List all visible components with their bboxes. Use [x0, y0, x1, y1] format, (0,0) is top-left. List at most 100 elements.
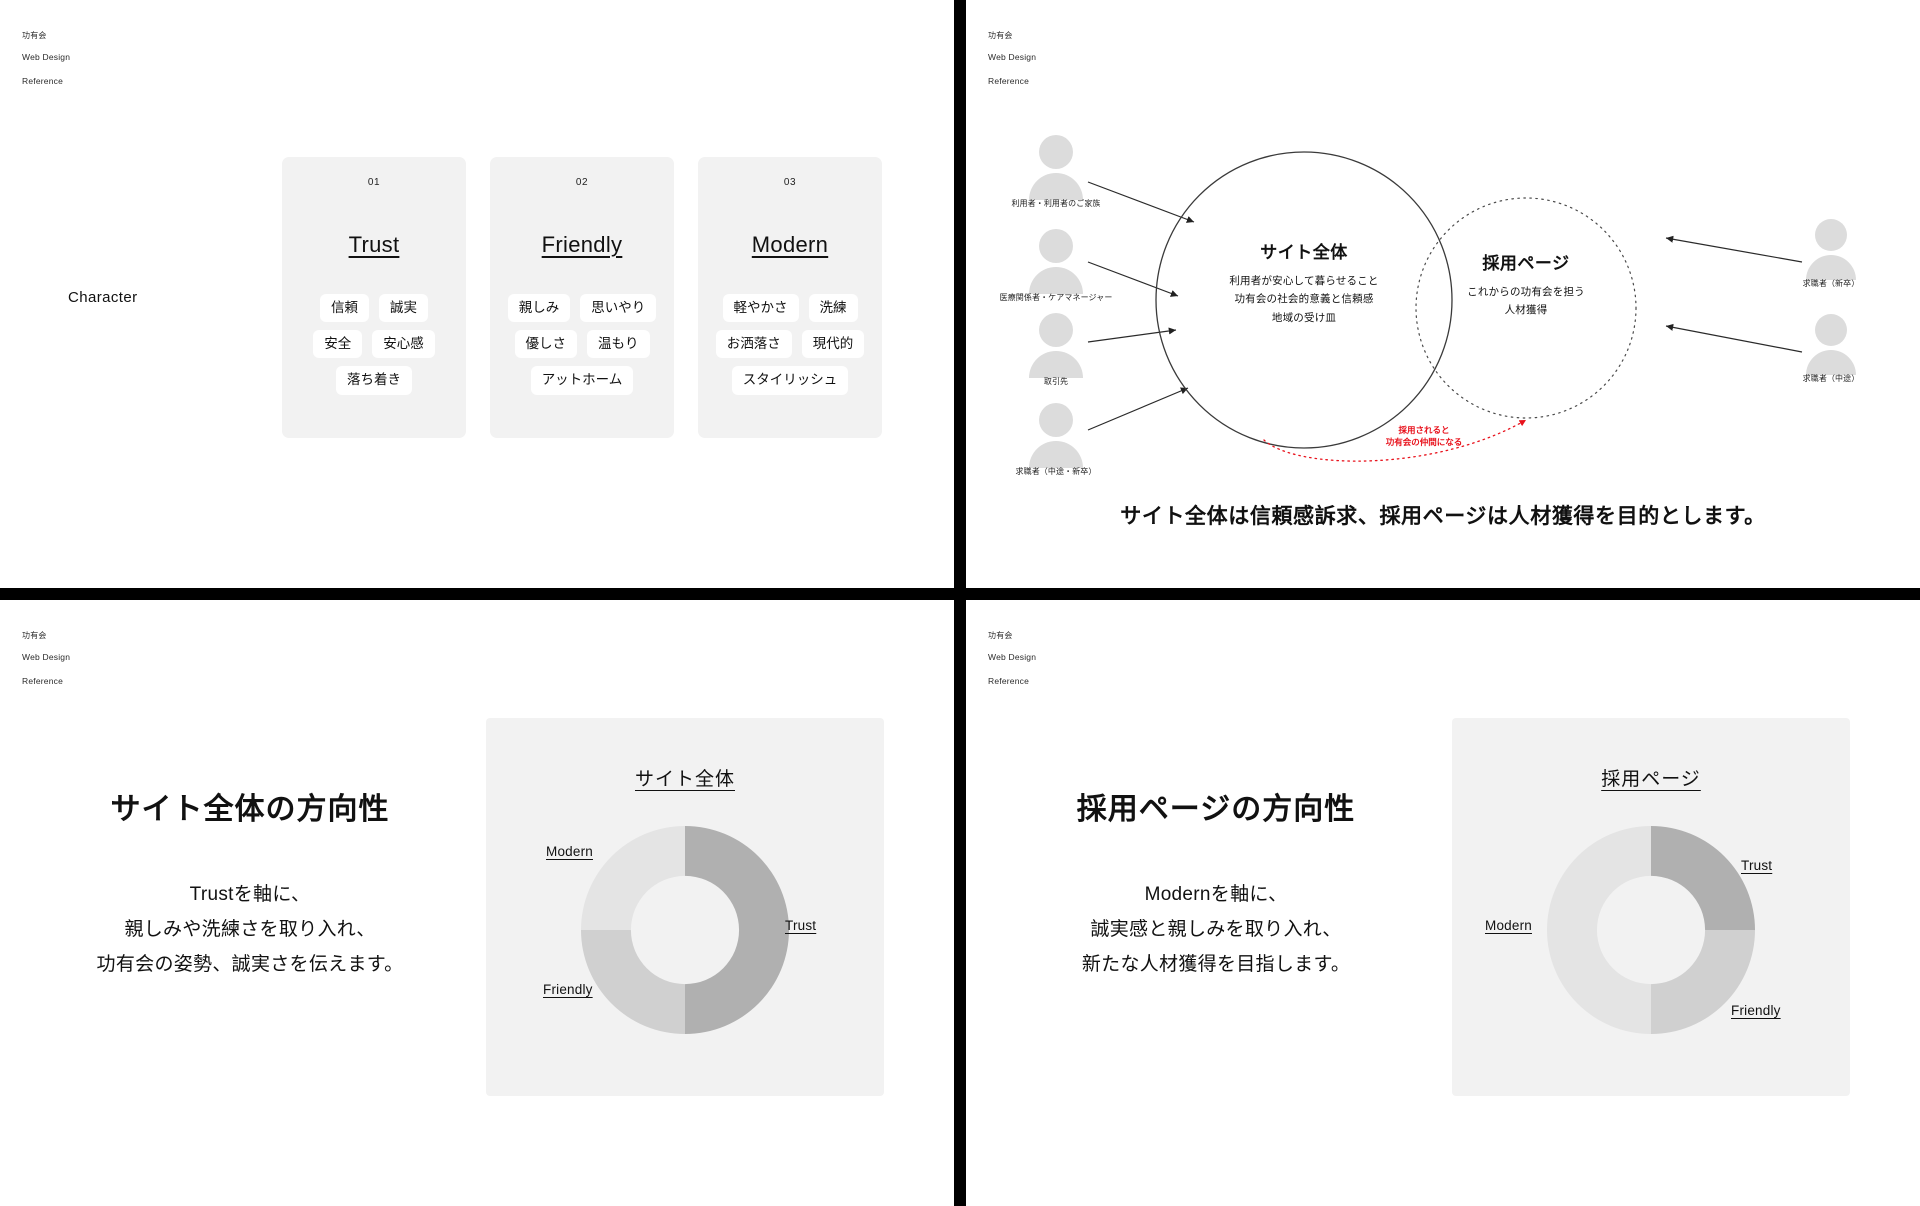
- card-number: 03: [783, 177, 797, 188]
- logo-line-jp: 功有会: [988, 30, 1013, 40]
- card-title: Modern: [751, 232, 829, 257]
- tag-row: アットホーム: [530, 366, 634, 395]
- logo-line-en2: Reference: [988, 675, 1030, 686]
- tag: お洒落さ: [715, 330, 792, 359]
- logo-line-jp: 功有会: [22, 30, 47, 40]
- donut-slice-friendly: [581, 930, 685, 1034]
- recruit-direction-title: 採用ページの方向性: [1076, 793, 1356, 826]
- tag: 安心感: [372, 330, 435, 359]
- card-title: Trust: [348, 232, 400, 257]
- donut-label-friendly: Friendly: [1731, 1003, 1781, 1018]
- logo-line-jp: 功有会: [988, 630, 1013, 640]
- tag-row: 親しみ 思いやり: [507, 294, 657, 323]
- logo-line-en2: Reference: [22, 75, 64, 86]
- logo-line-en1: Web Design: [988, 652, 1037, 663]
- slide-site-direction: 功有会 Web Design Reference サイト全体の方向性 Trust…: [0, 600, 954, 1206]
- venn-diagram: サイト全体 利用者が安心して暮らせること 功有会の社会的意義と信頼感 地域の受け…: [966, 0, 1920, 588]
- logo-line-en2: Reference: [22, 675, 64, 686]
- tag-group: 信頼 誠実 安全 安心感 落ち着き: [282, 294, 466, 395]
- card-title: Friendly: [541, 232, 623, 257]
- recruit-direction-body: Modernを軸に、 誠実感と親しみを取り入れ、 新たな人材獲得を目指します。: [1081, 884, 1351, 976]
- character-card-list: 01 Trust 信頼 誠実 安全 安心感 落ち着き: [282, 157, 882, 438]
- tag-row: スタイリッシュ: [731, 366, 849, 395]
- donut-slice-modern: [581, 826, 685, 930]
- actor-label-midcareer: 求職者（中途）: [1802, 374, 1860, 383]
- red-flow-arrow: [1263, 419, 1527, 462]
- person-icon: [1806, 219, 1856, 280]
- circle-recruit-page: [1415, 197, 1637, 419]
- site-direction-text: サイト全体の方向性 Trustを軸に、 親しみや洗練さを取り入れ、 功有会の姿勢…: [60, 790, 440, 982]
- tag: 現代的: [801, 330, 865, 359]
- tag-row: 落ち着き: [336, 366, 412, 395]
- tag-row: お洒落さ 現代的: [715, 330, 865, 359]
- recruit-chart-title: 採用ページ: [1601, 769, 1701, 790]
- tag: アットホーム: [530, 366, 634, 395]
- character-card: 03 Modern 軽やかさ 洗練 お洒落さ 現代的 スタイリッシュ: [698, 157, 882, 438]
- section-label-character: Character: [68, 289, 138, 306]
- tag-row: 信頼 誠実: [320, 294, 428, 323]
- site-direction-body: Trustを軸に、 親しみや洗練さを取り入れ、 功有会の姿勢、誠実さを伝えます。: [96, 884, 404, 976]
- card-number: 01: [367, 177, 381, 188]
- tag: 優しさ: [514, 330, 577, 359]
- tag-row: 優しさ 温もり: [514, 330, 650, 359]
- donut-label-modern: Modern: [1485, 918, 1532, 933]
- flow-arrow: [1665, 235, 1803, 353]
- tag: 軽やかさ: [722, 294, 799, 323]
- slide-character: 功有会 Web Design Reference Character 01 Tr…: [0, 0, 954, 588]
- actor-label-newgrad: 求職者（新卒）: [1802, 279, 1860, 288]
- actor-label-users: 利用者・利用者のご家族: [1011, 199, 1101, 208]
- actor-label-jobseekers: 求職者（中途・新卒）: [1015, 467, 1097, 476]
- donut-slice-friendly: [1651, 930, 1755, 1034]
- character-card: 01 Trust 信頼 誠実 安全 安心感 落ち着き: [282, 157, 466, 438]
- brand-logo: 功有会 Web Design Reference: [988, 618, 1036, 699]
- character-card: 02 Friendly 親しみ 思いやり 優しさ 温もり アットホーム: [490, 157, 674, 438]
- tag: 落ち着き: [336, 366, 412, 395]
- donut-label-modern: Modern: [546, 844, 593, 859]
- recruit-donut-holder-svg: [1547, 826, 1755, 1034]
- tag: 信頼: [320, 294, 369, 323]
- tag-row: 軽やかさ 洗練: [722, 294, 858, 323]
- tag: 誠実: [379, 294, 428, 323]
- logo-line-jp: 功有会: [22, 630, 47, 640]
- brand-logo: 功有会 Web Design Reference: [22, 18, 70, 99]
- slide-purpose: 功有会 Web Design Reference: [966, 0, 1920, 588]
- person-icon: [1806, 314, 1856, 375]
- circle-whole-site: [1155, 151, 1453, 449]
- venn-svg: [1029, 135, 1856, 468]
- recruit-direction-text: 採用ページの方向性 Modernを軸に、 誠実感と親しみを取り入れ、 新たな人材…: [1026, 790, 1406, 982]
- brand-logo: 功有会 Web Design Reference: [22, 618, 70, 699]
- tag: 思いやり: [580, 294, 657, 323]
- brand-logo: 功有会 Web Design Reference: [988, 18, 1036, 99]
- tag: 安全: [313, 330, 363, 359]
- actor-label-partners: 取引先: [1043, 377, 1069, 386]
- tag-group: 軽やかさ 洗練 お洒落さ 現代的 スタイリッシュ: [698, 294, 882, 395]
- logo-line-en2: Reference: [988, 75, 1030, 86]
- tag-group: 親しみ 思いやり 優しさ 温もり アットホーム: [490, 294, 674, 395]
- person-icon: [1029, 135, 1083, 200]
- site-direction-title: サイト全体の方向性: [110, 793, 390, 826]
- person-icon: [1029, 403, 1083, 468]
- red-annotation: 採用されると 功有会の仲間になる: [1385, 425, 1463, 448]
- actor-label-medical: 医療関係者・ケアマネージャー: [999, 293, 1113, 302]
- logo-line-en1: Web Design: [22, 52, 71, 63]
- tag: 洗練: [808, 294, 858, 323]
- card-number: 02: [575, 177, 589, 188]
- logo-line-en1: Web Design: [22, 652, 71, 663]
- site-donut-holder-svg: [581, 826, 789, 1034]
- purpose-caption: サイト全体は信頼感訴求、採用ページは人材獲得を目的とします。: [1120, 505, 1766, 528]
- tag: スタイリッシュ: [731, 366, 849, 395]
- donut-label-friendly: Friendly: [543, 982, 593, 997]
- slide-recruit-direction: 功有会 Web Design Reference 採用ページの方向性 Moder…: [966, 600, 1920, 1206]
- site-chart-title: サイト全体: [634, 769, 735, 790]
- donut-label-trust: Trust: [1741, 858, 1773, 873]
- person-icon: [1029, 229, 1083, 294]
- logo-line-en1: Web Design: [988, 52, 1037, 63]
- tag: 親しみ: [507, 294, 571, 323]
- donut-label-trust: Trust: [785, 918, 817, 933]
- tag: 温もり: [587, 330, 650, 359]
